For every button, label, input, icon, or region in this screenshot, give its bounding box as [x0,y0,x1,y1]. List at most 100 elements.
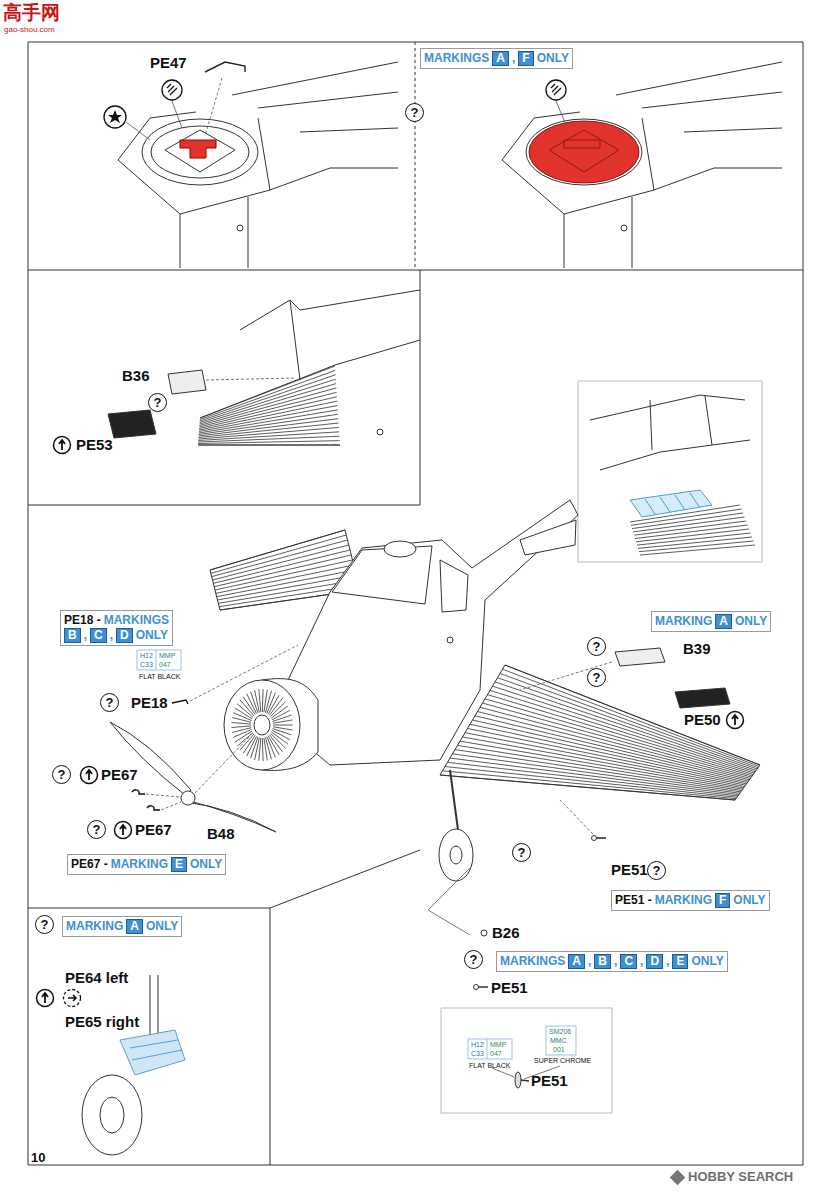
paint-code: 001 [553,1046,565,1053]
page-number: 10 [31,1151,45,1165]
cylinder-fin [251,692,258,713]
part-number: PE51 [531,1073,568,1090]
marking-note: MARKINGAONLY [62,916,182,937]
page-frame [28,270,420,505]
rib-line [213,550,350,583]
rib-line [485,699,752,776]
rib-line [198,445,340,446]
aircraft [147,806,160,810]
marking-text: , [84,628,87,643]
aircraft [560,800,593,834]
note-line: PE18 -MARKINGS [64,613,169,628]
note-line: PE67 -MARKINGEONLY [71,857,222,872]
aircraft [596,837,606,838]
page-frame [441,1008,612,1113]
part-number: B36 [122,368,150,385]
gear-detail [68,995,76,1001]
gear-detail [130,1040,182,1060]
marking-letter: C [620,954,637,969]
part-number: B48 [207,826,235,843]
paint-code: C33 [471,1050,484,1057]
rib-line [635,525,748,539]
paint-code-box [546,1026,576,1055]
paint-code: H12 [471,1041,484,1048]
part-number: PE67 [101,767,138,784]
aircraft [81,767,98,784]
aircraft [474,985,479,990]
marking-letter: C [90,628,107,643]
detail-inset [590,395,745,420]
marking-text: , [588,954,591,969]
marking-letter: B [64,628,81,643]
paint-code-box [156,650,157,670]
hatch-view [162,80,182,100]
optional-mark: ? [35,915,54,934]
detail-inset [590,395,755,555]
rib-line [458,745,742,790]
watermark: HOBBY SEARCH [688,1170,793,1184]
aircraft [231,689,292,761]
rib-line [445,767,737,798]
page-frame [270,850,420,908]
hatch-view [104,106,126,128]
rib-line [199,423,339,437]
marking-text: MARKING [655,614,712,629]
part-number: PE64 left [65,970,128,987]
marking-letter: F [715,893,730,908]
aircraft [332,546,432,604]
aircraft [447,637,453,643]
cylinder-fin [232,718,251,723]
marking-text: ONLY [735,614,767,629]
marking-letter: B [594,954,611,969]
aircraft [224,680,300,770]
aircraft [110,722,191,795]
cylinder-fin [231,726,251,728]
marking-text: MARKINGS [424,51,489,66]
aircraft [81,500,761,990]
hatch-view [126,122,150,140]
marking-letter: A [715,614,732,629]
slat-panel [240,290,420,330]
aircraft [615,648,665,666]
hatch-view [104,62,398,268]
hatch-view [108,110,122,123]
paint-code-box [487,1039,488,1059]
hatch-view-painted [556,101,566,125]
detail-inset [705,396,712,445]
slat-panel [198,366,340,445]
cylinder-fin [233,729,251,737]
rib-line [453,754,740,793]
hatch-view-painted [549,130,619,172]
marking-text: PE51 - [615,893,652,908]
rib-line [500,673,758,767]
part-number: PE67 [135,822,172,839]
paint-code: MMP [159,652,175,659]
marking-note: PE67 -MARKINGEONLY [67,854,226,875]
part-number: PE51 [491,980,528,997]
aircraft [190,645,298,701]
marking-text: ONLY [537,51,569,66]
detail-inset [650,400,652,450]
optional-mark: ? [87,820,106,839]
pin-detail [515,1072,521,1088]
slat-panel [168,370,206,394]
rib-line [636,529,749,542]
hatch-view-painted [529,121,639,183]
watermark-icon [670,1170,686,1186]
hatch-view [205,78,222,136]
marking-text: ONLY [190,857,222,872]
note-line: MARKINGAONLY [66,919,178,934]
aircraft [520,662,612,690]
page-frame [28,42,803,1165]
aircraft [440,560,468,612]
marking-letter: D [116,628,133,643]
rib-line [460,741,743,789]
marking-text: , [614,954,617,969]
hatch-view-painted [546,80,566,100]
hatch-view [118,62,398,268]
optional-mark: ? [100,693,119,712]
marking-note: MARKINGAONLY [651,611,771,632]
note-line: MARKINGSA,B,C,D,EONLY [500,954,724,969]
optional-mark: ? [587,637,606,656]
